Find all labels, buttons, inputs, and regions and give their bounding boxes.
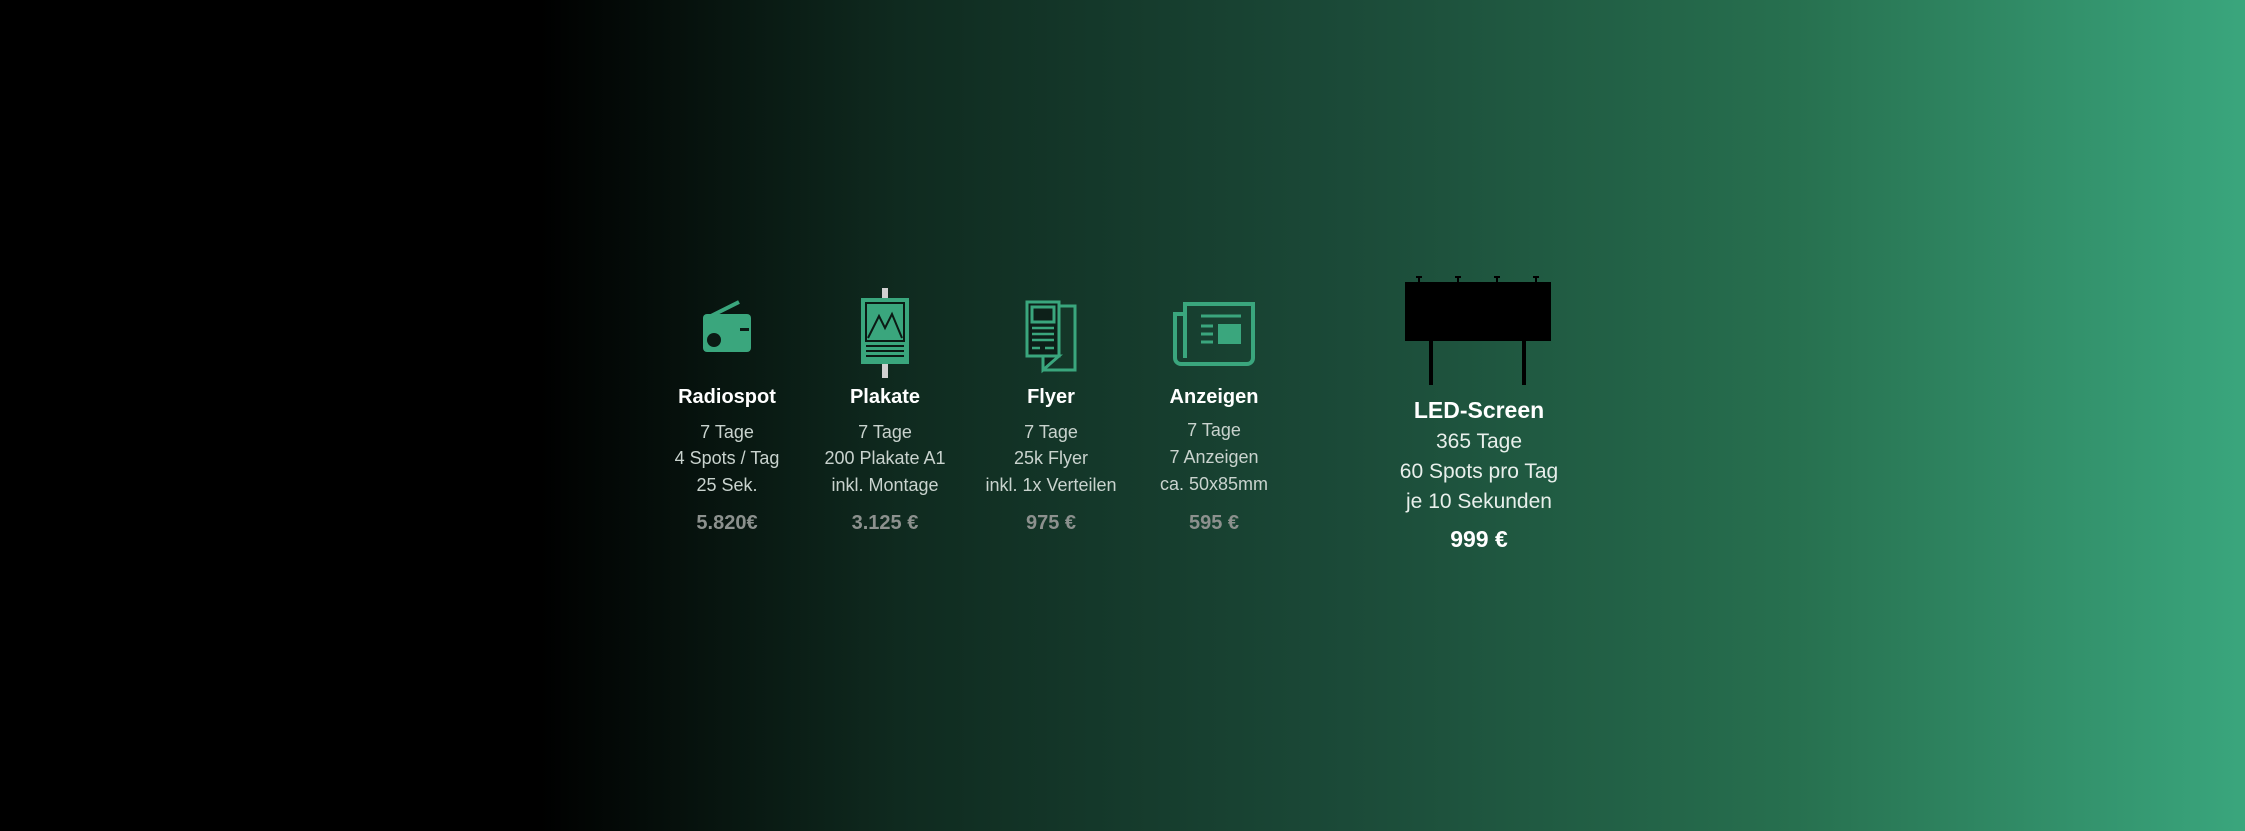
card-price: 999 € bbox=[1450, 526, 1508, 552]
card-title: Radiospot bbox=[678, 386, 776, 408]
card-detail: 7 Tage bbox=[858, 422, 912, 442]
card-detail: je 10 Sekunden bbox=[1406, 490, 1552, 513]
billboard-icon bbox=[1405, 276, 1551, 385]
card-title: Flyer bbox=[1027, 386, 1075, 408]
card-price: 975 € bbox=[1025, 512, 1077, 534]
card-detail: 4 Spots / Tag bbox=[674, 448, 780, 468]
card-detail: 60 Spots pro Tag bbox=[1399, 460, 1559, 483]
newspaper-icon bbox=[1173, 302, 1255, 366]
card-detail: 200 Plakate A1 bbox=[824, 448, 946, 468]
flyer-icon bbox=[1025, 300, 1077, 374]
card-price: 5.820€ bbox=[696, 512, 758, 534]
card-detail: ca. 50x85mm bbox=[1159, 474, 1269, 494]
card-detail: 7 Tage bbox=[1024, 422, 1078, 442]
card-price: 595 € bbox=[1188, 512, 1240, 534]
card-title: LED-Screen bbox=[1413, 397, 1545, 423]
poster-icon bbox=[861, 288, 909, 378]
card-detail: 365 Tage bbox=[1435, 430, 1523, 453]
card-detail: 7 Tage bbox=[1187, 420, 1241, 440]
card-detail: inkl. 1x Verteilen bbox=[985, 475, 1117, 495]
card-title: Anzeigen bbox=[1169, 386, 1259, 408]
card-detail: 7 Anzeigen bbox=[1169, 447, 1259, 467]
card-detail: inkl. Montage bbox=[831, 475, 939, 495]
card-title: Plakate bbox=[849, 386, 921, 408]
card-detail: 25 Sek. bbox=[696, 475, 758, 495]
card-detail: 25k Flyer bbox=[1013, 448, 1089, 468]
radio-icon bbox=[703, 300, 751, 352]
card-detail: 7 Tage bbox=[700, 422, 754, 442]
card-price: 3.125 € bbox=[851, 512, 919, 534]
